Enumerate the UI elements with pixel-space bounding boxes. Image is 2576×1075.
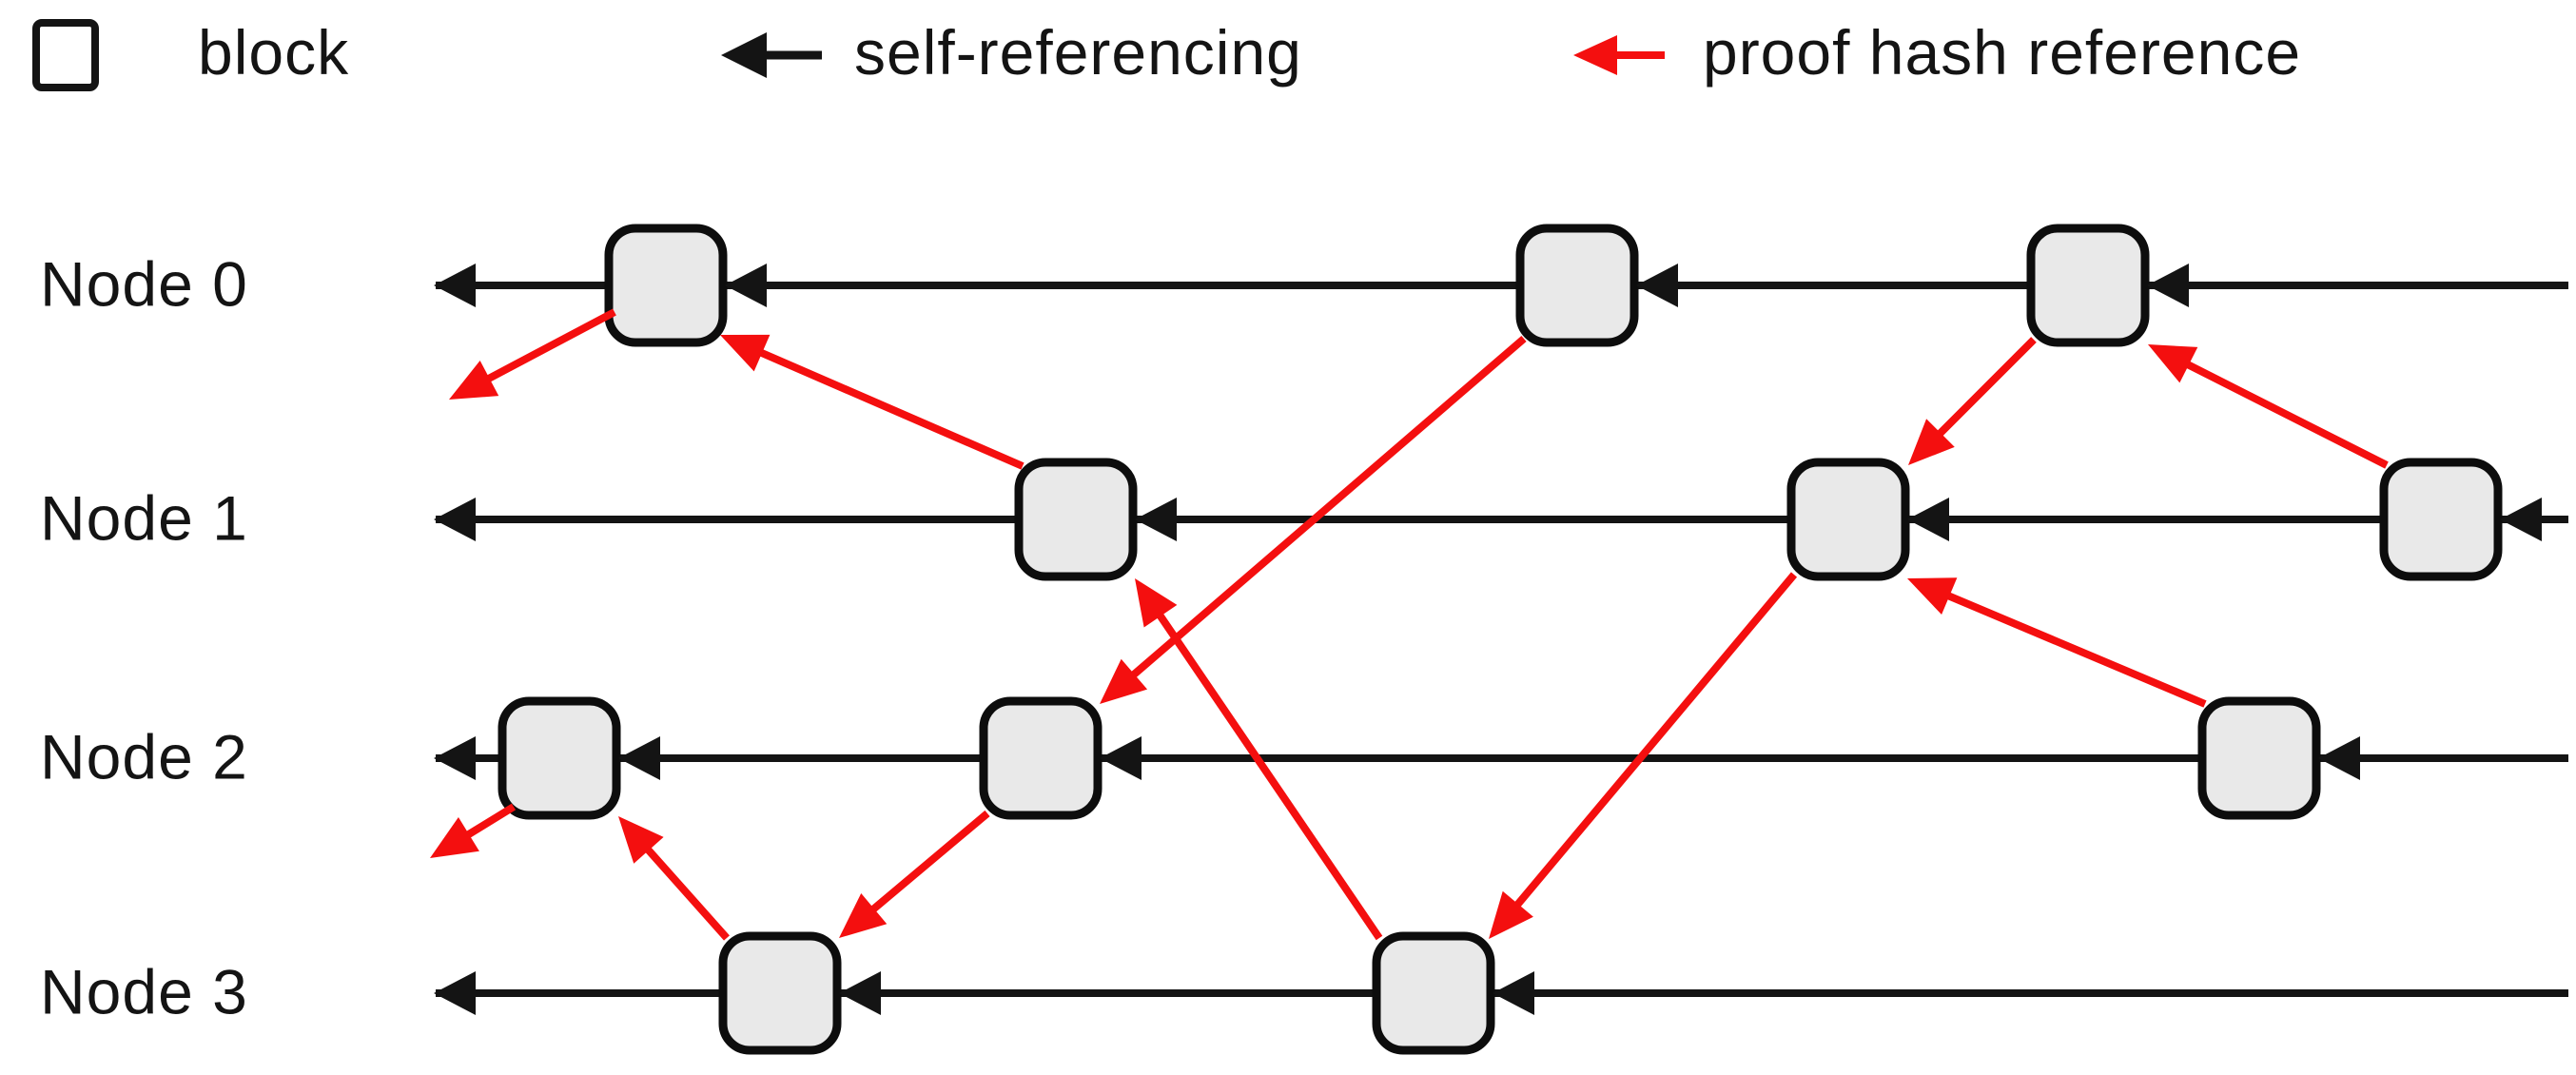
proof-ref-line-n0-b0-to-older-block-offscreen	[476, 308, 616, 388]
self-ref-arrowhead-into-n0-b0	[725, 264, 767, 307]
node-0-label: Node 0	[40, 248, 248, 320]
self-ref-arrowhead-into-n3-b1	[1493, 971, 1534, 1015]
self-ref-arrowhead-into-n1-b0	[1135, 498, 1177, 541]
block-n3-b0	[718, 931, 842, 1055]
block-n2-b0	[498, 696, 621, 820]
proof-ref-arrowhead-n3-b1-to-n1-b0	[1135, 578, 1178, 628]
proof-ref-arrowhead-n2-b0-to-older-block-offscreen	[430, 816, 479, 858]
proof-ref-arrowhead-n3-b0-to-n2-b0	[618, 816, 664, 864]
block-legend-swatch	[32, 19, 99, 91]
self-ref-arrowhead-into-n3-b0	[839, 971, 881, 1015]
legend-label-self-referencing: self-referencing	[854, 16, 1302, 88]
block-n1-b1	[1786, 458, 1910, 581]
node-2-label: Node 2	[40, 721, 248, 792]
block-n0-b0	[604, 224, 728, 347]
proof-ref-line-n2-b1-to-n3-b0	[861, 810, 990, 920]
proof-ref-line-n0-b1-to-n2-b1	[1122, 335, 1527, 686]
self-ref-arrowhead-into-n2-b0	[618, 736, 660, 780]
self-ref-arrowhead-node-1-end	[434, 498, 476, 541]
proof-ref-line-n2-b2-to-n1-b1	[1936, 587, 2207, 708]
legend-label-proof-hash-reference: proof hash reference	[1703, 16, 2302, 88]
self-referencing-arrow-icon	[721, 32, 822, 78]
self-ref-arrowhead-into-n1-b1	[1907, 498, 1949, 541]
node-3-label: Node 3	[40, 956, 248, 1027]
self-ref-arrowhead-into-n0-b1	[1636, 264, 1678, 307]
proof-ref-arrowhead-n2-b1-to-n3-b0	[839, 893, 888, 938]
node-1-label: Node 1	[40, 482, 248, 554]
proof-ref-line-n1-b0-to-n0-b0	[749, 344, 1025, 470]
proof-ref-arrowhead-n1-b1-to-n3-b1	[1489, 890, 1533, 939]
self-ref-arrowhead-into-n0-b2	[2147, 264, 2189, 307]
proof-ref-line-n1-b1-to-n3-b1	[1507, 572, 1798, 917]
proof-ref-arrowhead-n2-b2-to-n1-b1	[1907, 577, 1958, 616]
proof-ref-line-n1-b2-to-n0-b2	[2176, 356, 2389, 469]
block-n3-b1	[1372, 931, 1495, 1055]
proof-hash-reference-arrow-icon	[1573, 35, 1665, 75]
self-ref-arrowhead-node-0-end	[434, 264, 476, 307]
proof-ref-arrowhead-n1-b2-to-n0-b2	[2148, 344, 2198, 383]
self-ref-arrowhead-into-n2-b2	[2318, 736, 2360, 780]
self-ref-arrowhead-node-3-end	[434, 971, 476, 1015]
proof-ref-arrowhead-n0-b1-to-n2-b1	[1100, 658, 1148, 704]
block-n2-b2	[2197, 696, 2321, 820]
proof-ref-line-n0-b2-to-n1-b1	[1928, 337, 2037, 445]
block-n1-b2	[2379, 458, 2503, 581]
proof-ref-line-n3-b1-to-n1-b0	[1150, 603, 1383, 941]
proof-ref-arrowhead-n0-b2-to-n1-b1	[1908, 419, 1955, 465]
block-n2-b1	[979, 696, 1103, 820]
block-n0-b2	[2026, 224, 2150, 347]
proof-ref-arrowhead-n1-b0-to-n0-b0	[720, 334, 771, 372]
block-n0-b1	[1515, 224, 1639, 347]
self-ref-arrowhead-into-n2-b1	[1100, 736, 1142, 780]
proof-ref-line-n3-b0-to-n2-b0	[636, 838, 730, 941]
block-n1-b0	[1014, 458, 1138, 581]
legend-label-block: block	[198, 16, 350, 88]
proof-ref-arrowhead-n0-b0-to-older-block-offscreen	[449, 360, 499, 400]
self-ref-arrowhead-into-n1-b2	[2500, 498, 2542, 541]
self-ref-arrowhead-node-2-end	[434, 736, 476, 780]
